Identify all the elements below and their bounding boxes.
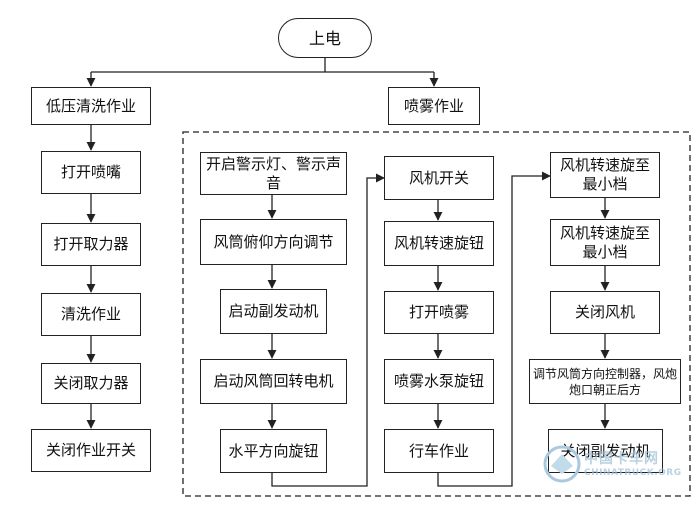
- col2-step-label: 打开喷雾: [408, 303, 469, 321]
- col1-step-label: 启动风筒回转电机: [213, 372, 334, 390]
- watermark-domain: CHINATRUCK.ORG: [584, 468, 682, 478]
- col1-step-node: 启动副发动机: [220, 289, 327, 334]
- power-on-node: 上电: [278, 18, 372, 58]
- left-step-label: 关闭取力器: [53, 374, 129, 392]
- col3-step-label: 风机转速旋至最小档: [559, 223, 650, 261]
- left-step-label: 清洗作业: [60, 305, 121, 323]
- col3-step-node: 风机转速旋至最小档: [550, 152, 660, 198]
- col3-step-label: 关闭副发动机: [560, 441, 651, 460]
- spray-region-dashed-border: [182, 131, 691, 497]
- col3-step-label: 调节风筒方向控制器，风炮炮口朝正后方: [532, 366, 677, 397]
- col3-step-node: 调节风筒方向控制器，风炮炮口朝正后方: [529, 359, 681, 404]
- col1-step-label: 开启警示灯、警示声音: [205, 154, 341, 192]
- col2-step-node: 行车作业: [384, 429, 494, 473]
- low-pressure-cleaning-node: 低压清洗作业: [31, 87, 151, 125]
- left-step-label: 关闭作业开关: [45, 441, 136, 459]
- col1-step-label: 启动副发动机: [228, 302, 319, 320]
- power-on-label: 上电: [308, 28, 341, 48]
- col1-step-node: 开启警示灯、警示声音: [200, 152, 347, 195]
- left-step-node: 关闭作业开关: [31, 429, 151, 472]
- low-pressure-cleaning-label: 低压清洗作业: [45, 96, 136, 115]
- col1-step-node: 风筒俯仰方向调节: [200, 219, 347, 265]
- spray-work-node: 喷雾作业: [388, 87, 480, 125]
- col2-step-label: 风机转速旋钮: [393, 234, 484, 252]
- col2-step-label: 行车作业: [408, 441, 469, 460]
- left-step-label: 打开喷嘴: [60, 163, 121, 181]
- left-step-node: 关闭取力器: [41, 363, 141, 404]
- col2-step-node: 打开喷雾: [384, 291, 494, 334]
- chinatruck-watermark: 中国卡车网 CHINATRUCK.ORG: [540, 440, 690, 500]
- col2-step-node: 风机转速旋钮: [384, 221, 494, 266]
- col2-step-node: 喷雾水泵旋钮: [384, 359, 494, 404]
- col3-step-node: 关闭风机: [550, 291, 660, 334]
- col1-step-node: 启动风筒回转电机: [200, 359, 347, 404]
- col3-step-label: 风机转速旋至最小档: [559, 156, 650, 193]
- col3-step-node: 风机转速旋至最小档: [550, 219, 660, 266]
- col2-step-label: 风机开关: [408, 168, 469, 187]
- col3-step-label: 关闭风机: [574, 303, 635, 321]
- left-step-node: 打开取力器: [41, 223, 141, 266]
- col1-step-label: 水平方向旋钮: [228, 441, 319, 460]
- watermark-brand: 中国卡车网: [584, 451, 659, 467]
- truck-logo-icon: [543, 445, 581, 483]
- left-step-label: 打开取力器: [53, 235, 129, 253]
- col2-step-label: 喷雾水泵旋钮: [393, 372, 484, 390]
- left-step-node: 清洗作业: [41, 293, 141, 336]
- spray-work-label: 喷雾作业: [403, 96, 464, 115]
- col1-step-node: 水平方向旋钮: [220, 429, 327, 473]
- left-step-node: 打开喷嘴: [41, 151, 141, 194]
- col2-step-node: 风机开关: [384, 156, 494, 200]
- col1-step-label: 风筒俯仰方向调节: [213, 232, 334, 251]
